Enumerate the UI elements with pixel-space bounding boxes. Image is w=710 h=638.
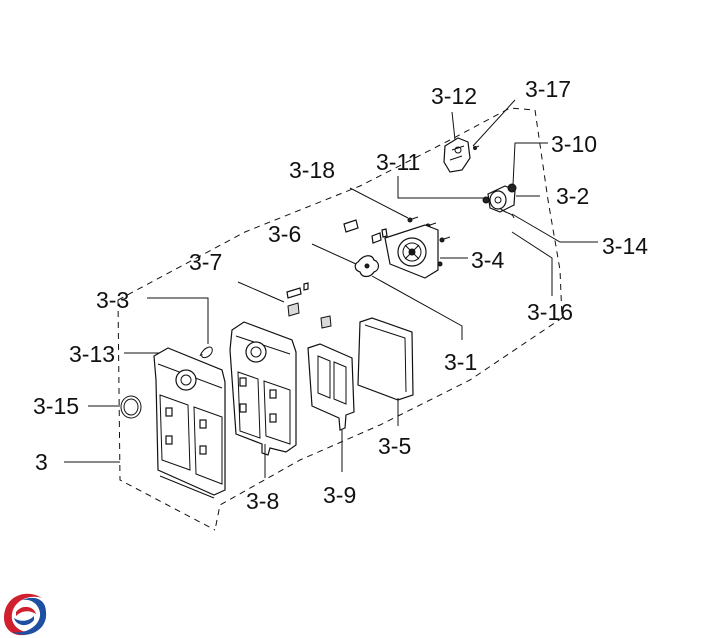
bracket-3-12 xyxy=(443,137,471,173)
label-3-14: 3-14 xyxy=(602,233,648,259)
label-3-4: 3-4 xyxy=(471,247,504,273)
wire-3-3 xyxy=(199,346,213,359)
inner-cover-3-8 xyxy=(229,321,297,456)
rubber-3-10 xyxy=(507,183,517,193)
front-grille-3 xyxy=(153,347,226,499)
label-3: 3 xyxy=(35,449,48,475)
label-3-9: 3-9 xyxy=(323,482,356,508)
parts-3-7 xyxy=(286,282,332,329)
label-3-18: 3-18 xyxy=(289,157,335,183)
label-3-3: 3-3 xyxy=(96,287,129,313)
label-3-15: 3-15 xyxy=(33,393,79,419)
label-3-1: 3-1 xyxy=(444,349,477,375)
small-parts xyxy=(343,219,388,244)
label-3-11: 3-11 xyxy=(376,149,420,175)
ring-3-15 xyxy=(120,395,142,419)
screw-3-17 xyxy=(473,145,480,150)
label-3-5: 3-5 xyxy=(378,433,411,459)
fan-blade-3-6 xyxy=(354,255,380,278)
label-3-16: 3-16 xyxy=(527,299,573,325)
label-3-2: 3-2 xyxy=(556,183,589,209)
brand-swirl-logo-icon xyxy=(4,593,47,636)
label-3-10: 3-10 xyxy=(551,131,597,157)
label-3-17: 3-17 xyxy=(525,76,571,102)
leader-lines xyxy=(64,99,598,478)
evap-cover-3-5 xyxy=(357,317,414,401)
fan-motor-3-2 xyxy=(487,185,516,213)
panel-3-9 xyxy=(307,343,355,431)
fan-shroud-3-4 xyxy=(384,224,439,279)
label-3-6: 3-6 xyxy=(268,221,301,247)
assembly-outline xyxy=(117,107,563,531)
label-3-13: 3-13 xyxy=(69,341,115,367)
wire-3-14 xyxy=(499,207,515,219)
label-3-8: 3-8 xyxy=(246,488,279,514)
washer-3-11 xyxy=(482,196,490,204)
part-labels: 3-12 3-17 3-10 3-11 3-18 3-2 3-14 3-6 3-… xyxy=(33,76,648,514)
label-3-12: 3-12 xyxy=(431,83,477,109)
label-3-7: 3-7 xyxy=(189,249,222,275)
